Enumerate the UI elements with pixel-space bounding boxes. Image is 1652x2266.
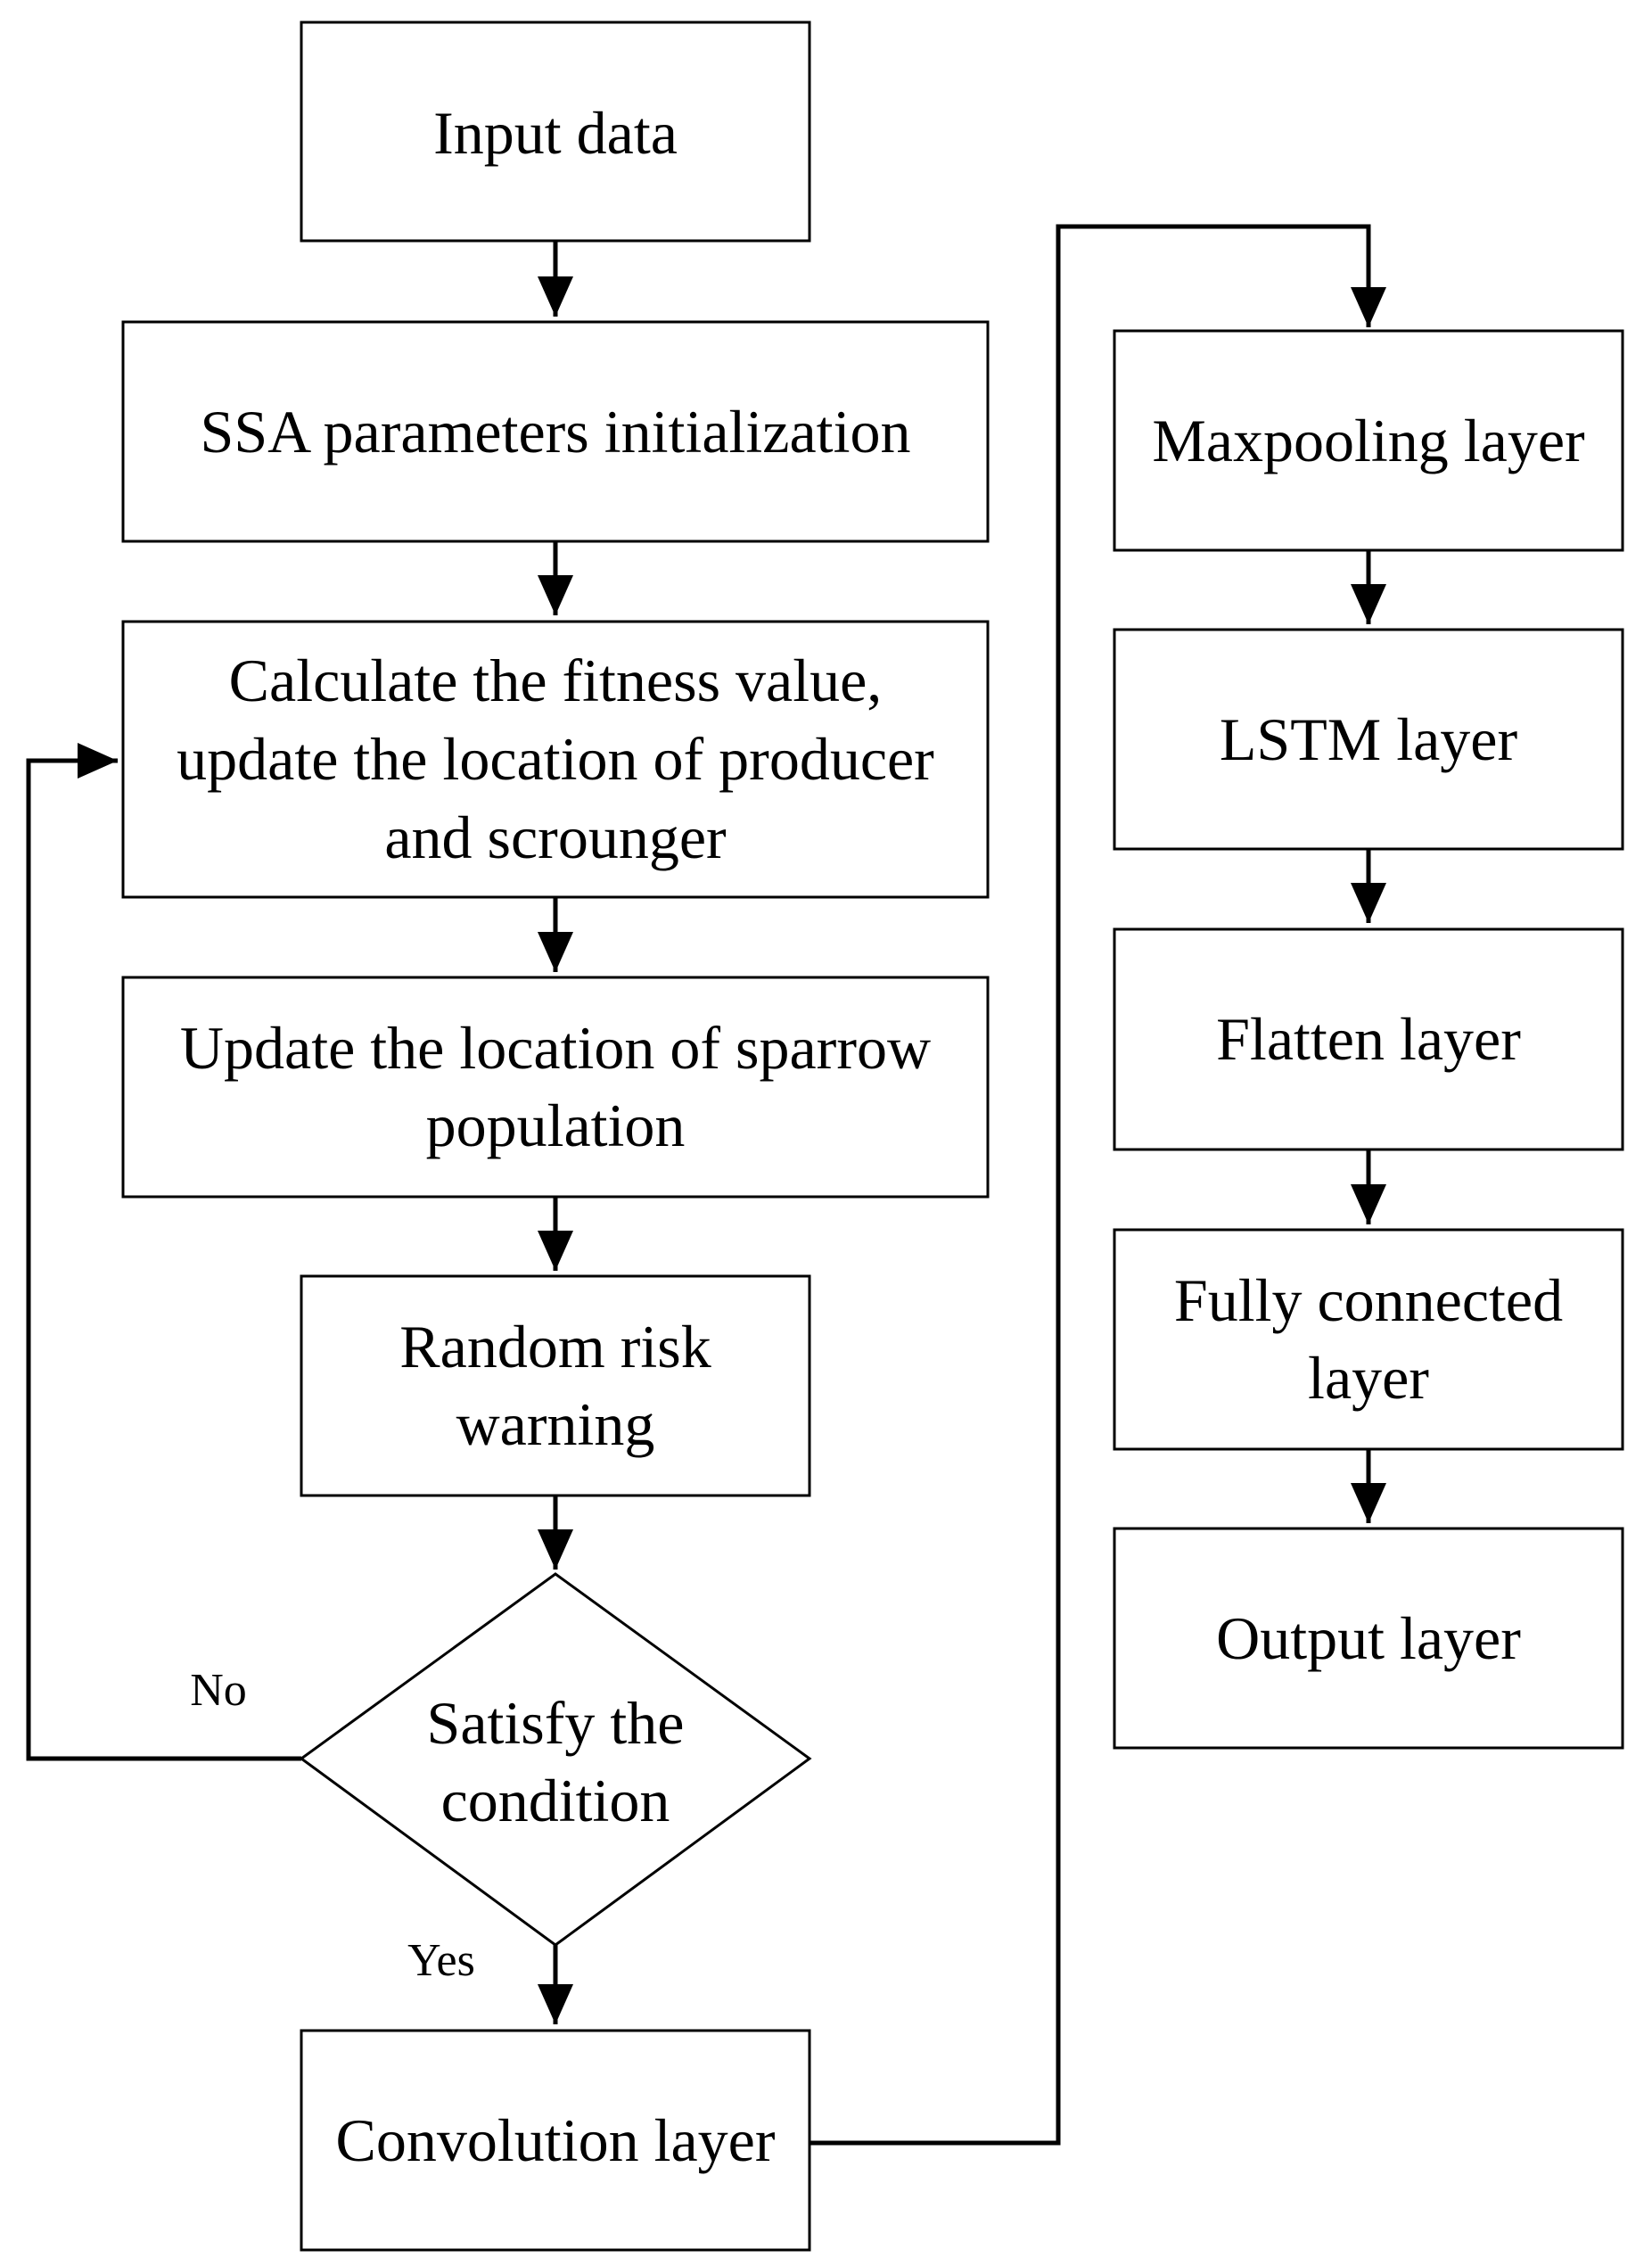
node-flatten-label: Flatten layer (1216, 1005, 1521, 1073)
node-update-sparrow-box (121, 976, 990, 1199)
edge-label-no: No (190, 1665, 247, 1716)
node-input-data-label: Input data (433, 99, 678, 167)
node-update-sparrow-label-1: Update the location of sparrow (180, 1014, 931, 1082)
node-update-sparrow-label-2: population (426, 1092, 686, 1159)
node-maxpooling-box (1113, 329, 1624, 552)
node-random-risk-label-2: warning (456, 1390, 655, 1458)
node-satisfy-condition-diamond (299, 1572, 812, 1947)
node-fully-connected-label-2: layer (1308, 1344, 1429, 1412)
node-convolution-box (300, 2029, 811, 2252)
node-output-label: Output layer (1216, 1604, 1521, 1672)
node-flatten-box (1113, 927, 1624, 1151)
node-lstm: LSTM layer (1113, 628, 1624, 851)
node-output: Output layer (1113, 1527, 1624, 1750)
node-ssa-init-label: SSA parameters initialization (201, 398, 911, 466)
node-output-box (1113, 1527, 1624, 1750)
edges (26, 224, 1386, 2146)
node-calc-fitness: Calculate the fitness value, update the … (121, 620, 990, 899)
node-flatten: Flatten layer (1113, 927, 1624, 1151)
edge-conv-to-maxpool (810, 224, 1386, 2146)
node-ssa-init-box (121, 320, 990, 543)
node-maxpooling-label: Maxpooling layer (1152, 407, 1585, 474)
node-random-risk-box (300, 1274, 811, 1497)
node-fully-connected: Fully connected layer (1113, 1228, 1624, 1451)
node-calc-fitness-box (121, 620, 990, 899)
node-ssa-init: SSA parameters initialization (121, 320, 990, 543)
node-input-data: Input data (300, 21, 811, 243)
node-calc-fitness-label-3: and scrounger (384, 803, 727, 871)
node-satisfy-condition-label-2: condition (441, 1767, 670, 1834)
node-maxpooling: Maxpooling layer (1113, 329, 1624, 552)
node-satisfy-condition: Satisfy the condition (299, 1572, 812, 1947)
node-random-risk: Random risk warning (300, 1274, 811, 1497)
node-lstm-box (1113, 628, 1624, 851)
node-random-risk-label-1: Random risk (399, 1313, 711, 1380)
node-fully-connected-label-1: Fully connected (1174, 1266, 1563, 1334)
edge-condition-no-loop (26, 743, 301, 1761)
node-convolution-label: Convolution layer (336, 2106, 776, 2174)
node-update-sparrow: Update the location of sparrow populatio… (121, 976, 990, 1199)
edge-label-yes: Yes (407, 1935, 475, 1986)
node-lstm-label: LSTM layer (1220, 705, 1518, 773)
node-calc-fitness-label-1: Calculate the fitness value, (229, 647, 883, 714)
node-calc-fitness-label-2: update the location of producer (177, 725, 934, 793)
node-fully-connected-box (1113, 1228, 1624, 1451)
node-input-data-box (300, 21, 811, 243)
node-satisfy-condition-label-1: Satisfy the (427, 1689, 685, 1757)
node-convolution: Convolution layer (300, 2029, 811, 2252)
